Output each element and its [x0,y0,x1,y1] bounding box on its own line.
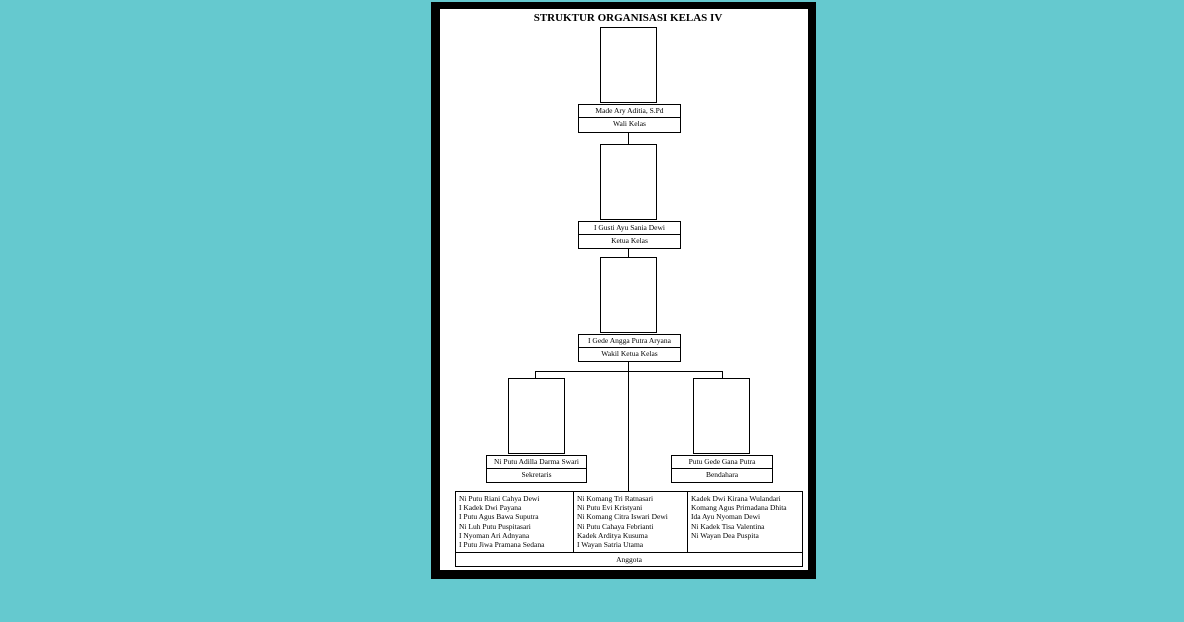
member-name: I Putu Jiwa Pramana Sedana [459,540,545,550]
connector-line [722,371,723,379]
member-name: Ni Luh Putu Puspitasari [459,521,531,531]
photo-placeholder-ketua [600,144,657,220]
member-name: Ni Komang Tri Ratnasari [577,494,654,503]
position-role: Ketua Kelas [579,234,680,247]
position-name: I Gede Angga Putra Aryana [588,336,671,345]
photo-placeholder-bendahara [693,378,750,454]
position-box-wakil: I Gede Angga Putra Aryana Wakil Ketua Ke… [578,334,681,362]
member-name: I Kadek Dwi Payana [459,503,522,513]
photo-placeholder-wali [600,27,657,103]
member-name: Ni Kadek Tisa Valentina [691,521,765,531]
position-box-ketua: I Gusti Ayu Sania Dewi Ketua Kelas [578,221,681,249]
members-box: Ni Putu Riani Cahya Dewi I Kadek Dwi Pay… [455,491,803,567]
members-column-2: Ni Komang Tri Ratnasari Ni Putu Evi Kris… [573,492,688,553]
position-box-wali: Made Ary Aditia, S.Pd Wali Kelas [578,104,681,133]
photo-placeholder-wakil [600,257,657,333]
connector-line [535,371,723,372]
member-name: Ida Ayu Nyoman Dewi [691,512,761,522]
connector-line [535,371,536,379]
position-box-bendahara: Putu Gede Gana Putra Bendahara [671,455,773,483]
position-name: Made Ary Aditia, S.Pd [595,106,664,115]
member-name: I Wayan Satria Utama [577,540,644,550]
member-name: Komang Agus Primadana Dhita [691,503,787,513]
photo-placeholder-sekretaris [508,378,565,454]
position-role: Wakil Ketua Kelas [579,347,680,360]
member-name: Ni Putu Cahaya Febrianti [577,521,654,531]
chart-title: STRUKTUR ORGANISASI KELAS IV [533,12,723,24]
position-role: Wali Kelas [579,117,680,130]
position-name: Ni Putu Adilla Darma Swari [494,457,579,466]
members-column-3: Kadek Dwi Kirana Wulandari Komang Agus P… [687,492,802,553]
position-name: Putu Gede Gana Putra [688,457,756,466]
member-name: Ni Komang Citra Iswari Dewi [577,512,668,522]
position-role: Sekretaris [487,468,586,481]
position-name: I Gusti Ayu Sania Dewi [594,223,665,232]
member-name: I Putu Agus Bawa Suputra [459,512,539,522]
member-name: Kadek Arditya Kusuma [577,530,648,540]
member-name: Kadek Dwi Kirana Wulandari [691,494,781,503]
connector-line [628,361,629,492]
member-name: Ni Wayan Dea Puspita [691,530,759,540]
member-name: I Nyoman Ari Adnyana [459,530,530,540]
position-role: Bendahara [672,468,772,481]
connector-line [628,132,629,144]
position-box-sekretaris: Ni Putu Adilla Darma Swari Sekretaris [486,455,587,483]
member-name: Ni Putu Evi Kristyani [577,503,643,513]
members-column-1: Ni Putu Riani Cahya Dewi I Kadek Dwi Pay… [456,492,574,553]
members-label: Anggota [456,552,802,567]
member-name: Ni Putu Riani Cahya Dewi [459,494,540,503]
connector-line [628,248,629,258]
